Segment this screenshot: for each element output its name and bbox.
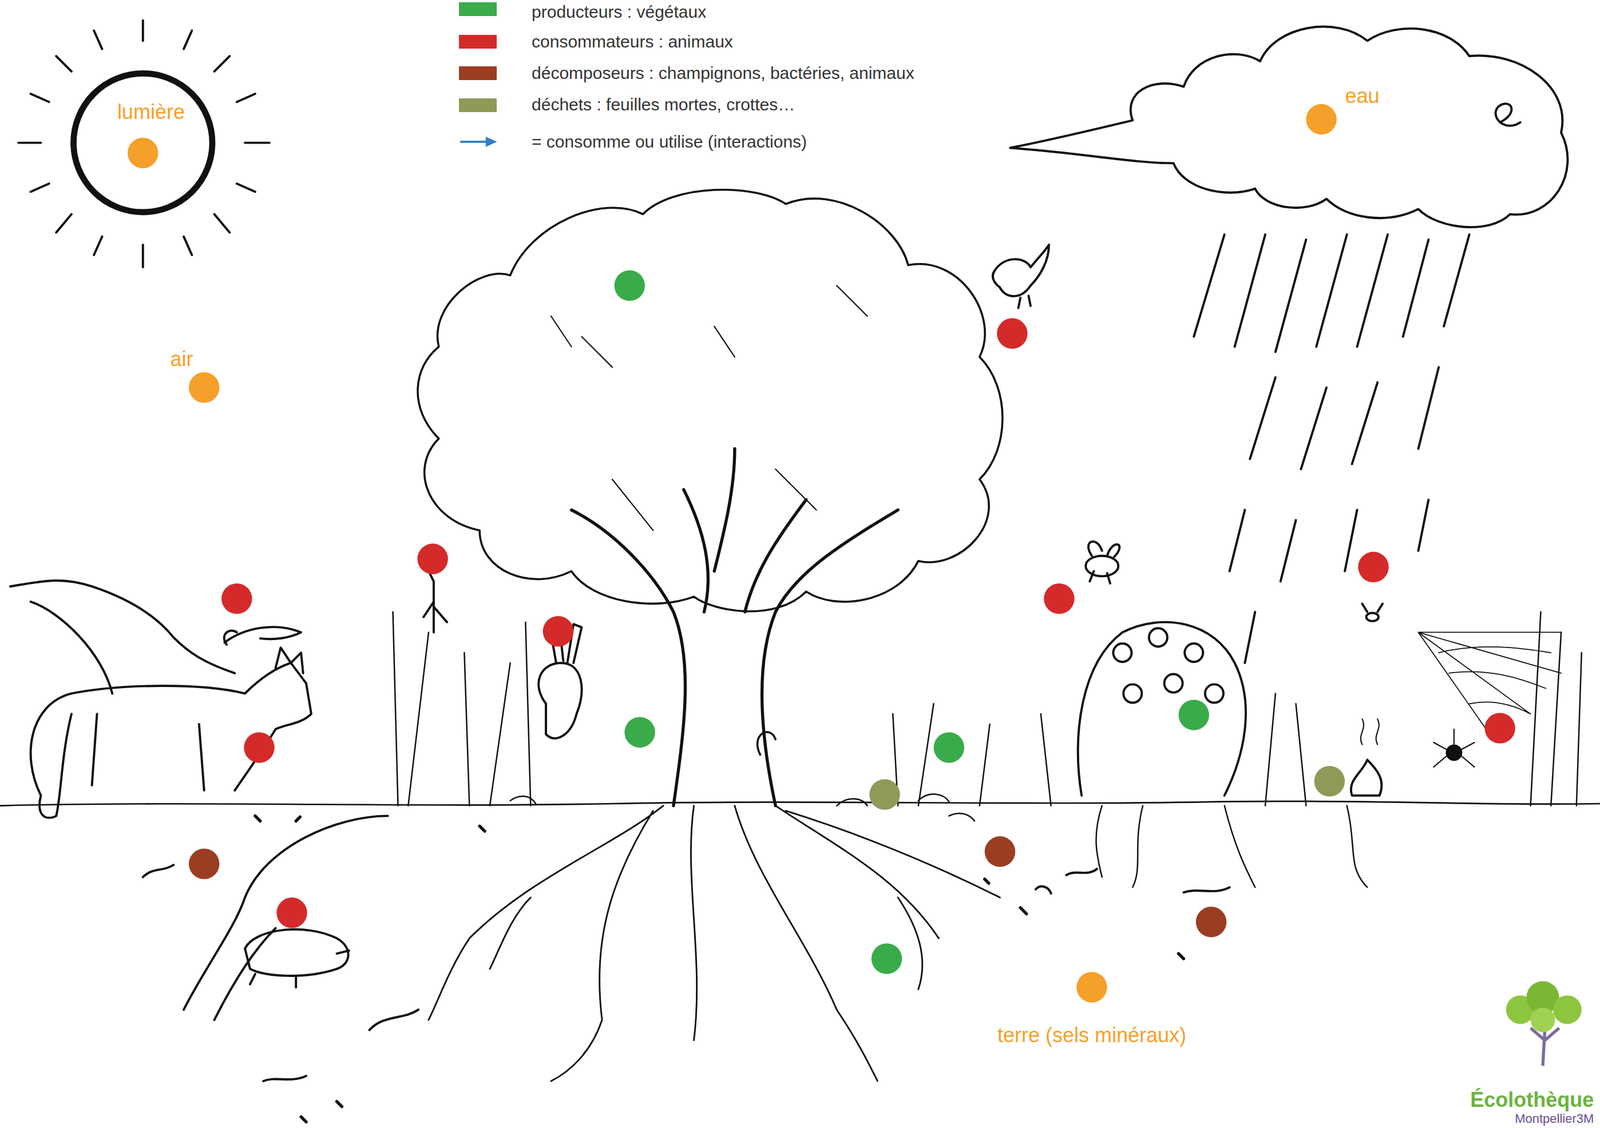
legend-swatch [458,2,497,17]
element-label: lumière [117,100,185,124]
legend-swatch [458,34,497,49]
element-label: terre (sels minéraux) [997,1023,1187,1048]
legend-swatch [458,66,497,81]
element-label: eau [1344,84,1380,108]
logo-tree [1506,981,1582,1067]
arrow-sample [460,136,497,148]
legend-text: = consomme ou utilise (interactions) [531,132,807,153]
legend-text: décomposeurs : champignons, bactéries, a… [531,63,915,84]
legend-text: producteurs : végétaux [531,2,707,23]
legend-text: consommateurs : animaux [531,32,734,53]
element-label: air [169,347,193,371]
logo-text: Écolothèque [1470,1088,1594,1112]
logo-subtext: Montpellier3M [1514,1111,1594,1127]
legend-text: déchets : feuilles mortes, crottes… [531,94,795,116]
legend-swatch [458,98,497,113]
